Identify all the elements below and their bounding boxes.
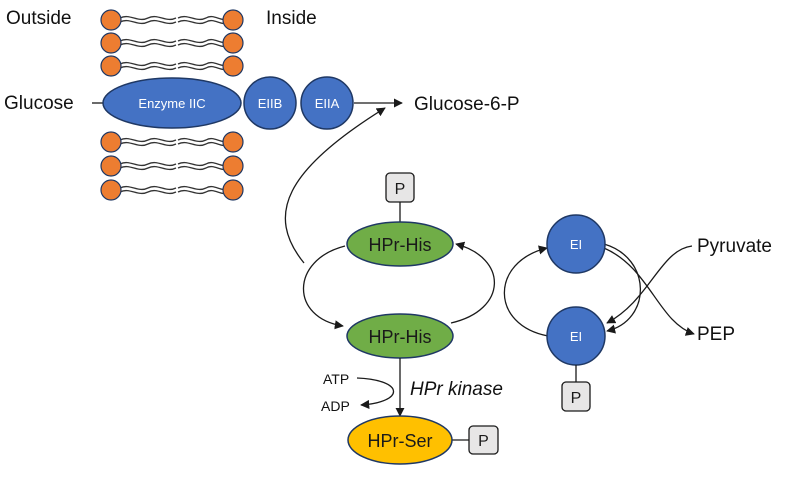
lipid-pair xyxy=(100,179,244,201)
atp-label: ATP xyxy=(323,371,349,387)
phosphate-tag-ei-label: P xyxy=(571,390,582,407)
hpr-cycle-up-arrow xyxy=(450,241,495,324)
eiib-label: EIIB xyxy=(258,96,283,111)
enzyme-iic xyxy=(102,77,242,129)
lipid-head xyxy=(222,131,244,153)
ei-bottom-label: EI xyxy=(570,329,582,344)
lipid-head xyxy=(100,32,122,54)
ei-cycle-up-arrow xyxy=(503,245,549,337)
glucose-label: Glucose xyxy=(4,93,74,114)
lipid-head xyxy=(222,179,244,201)
outside-label: Outside xyxy=(6,8,71,29)
phosphate-tag-hpr-ser-label: P xyxy=(478,433,489,450)
lipid-pair xyxy=(100,9,244,31)
adp-label: ADP xyxy=(321,398,350,414)
eiia-label: EIIA xyxy=(315,96,340,111)
lipid-head xyxy=(100,55,122,77)
lipid-bilayer xyxy=(100,9,244,201)
pyruvate-label: Pyruvate xyxy=(697,236,772,257)
ei-free xyxy=(546,214,606,274)
hpr-kinase-label: HPr kinase xyxy=(410,379,503,400)
lipid-pair xyxy=(100,55,244,77)
lipid-head xyxy=(222,9,244,31)
lipid-head xyxy=(222,32,244,54)
lipid-head xyxy=(222,55,244,77)
lipid-pair xyxy=(100,32,244,54)
lipid-head xyxy=(100,179,122,201)
hpr-his-phosphorylated xyxy=(346,221,454,267)
hpr-cycle-down-arrow xyxy=(303,245,346,330)
pyruvate-to-ei-arrow xyxy=(606,245,693,324)
glucose-6-p-label: Glucose-6-P xyxy=(414,94,520,115)
lipid-head xyxy=(222,155,244,177)
lipid-pair xyxy=(100,155,244,177)
lipid-head xyxy=(100,9,122,31)
ei-to-pep-arrow xyxy=(603,247,695,336)
lipid-head xyxy=(100,131,122,153)
eiia xyxy=(300,76,354,130)
hpr-ser xyxy=(347,415,453,465)
phosphate-tag-hpr-his-label: P xyxy=(395,181,406,198)
ei-cycle-down-arrow xyxy=(603,243,641,334)
lipid-pair xyxy=(100,131,244,153)
pep-label: PEP xyxy=(697,324,735,345)
phosphate-tag-ei xyxy=(561,381,591,412)
inside-label: Inside xyxy=(266,8,317,29)
hpr-his-top-label: HPr-His xyxy=(369,235,432,255)
phospho-transfer-curve xyxy=(284,107,386,264)
hpr-ser-label: HPr-Ser xyxy=(367,431,432,451)
phosphate-tag-hpr-ser xyxy=(468,425,499,455)
lipid-head xyxy=(100,155,122,177)
phosphate-tag-hpr-his xyxy=(385,172,415,203)
eiib xyxy=(243,76,297,130)
ei-top-label: EI xyxy=(570,237,582,252)
hpr-his-bottom-label: HPr-His xyxy=(369,327,432,347)
atp-to-adp-arrow xyxy=(356,377,394,409)
enzyme-iic-label: Enzyme IIC xyxy=(138,96,205,111)
